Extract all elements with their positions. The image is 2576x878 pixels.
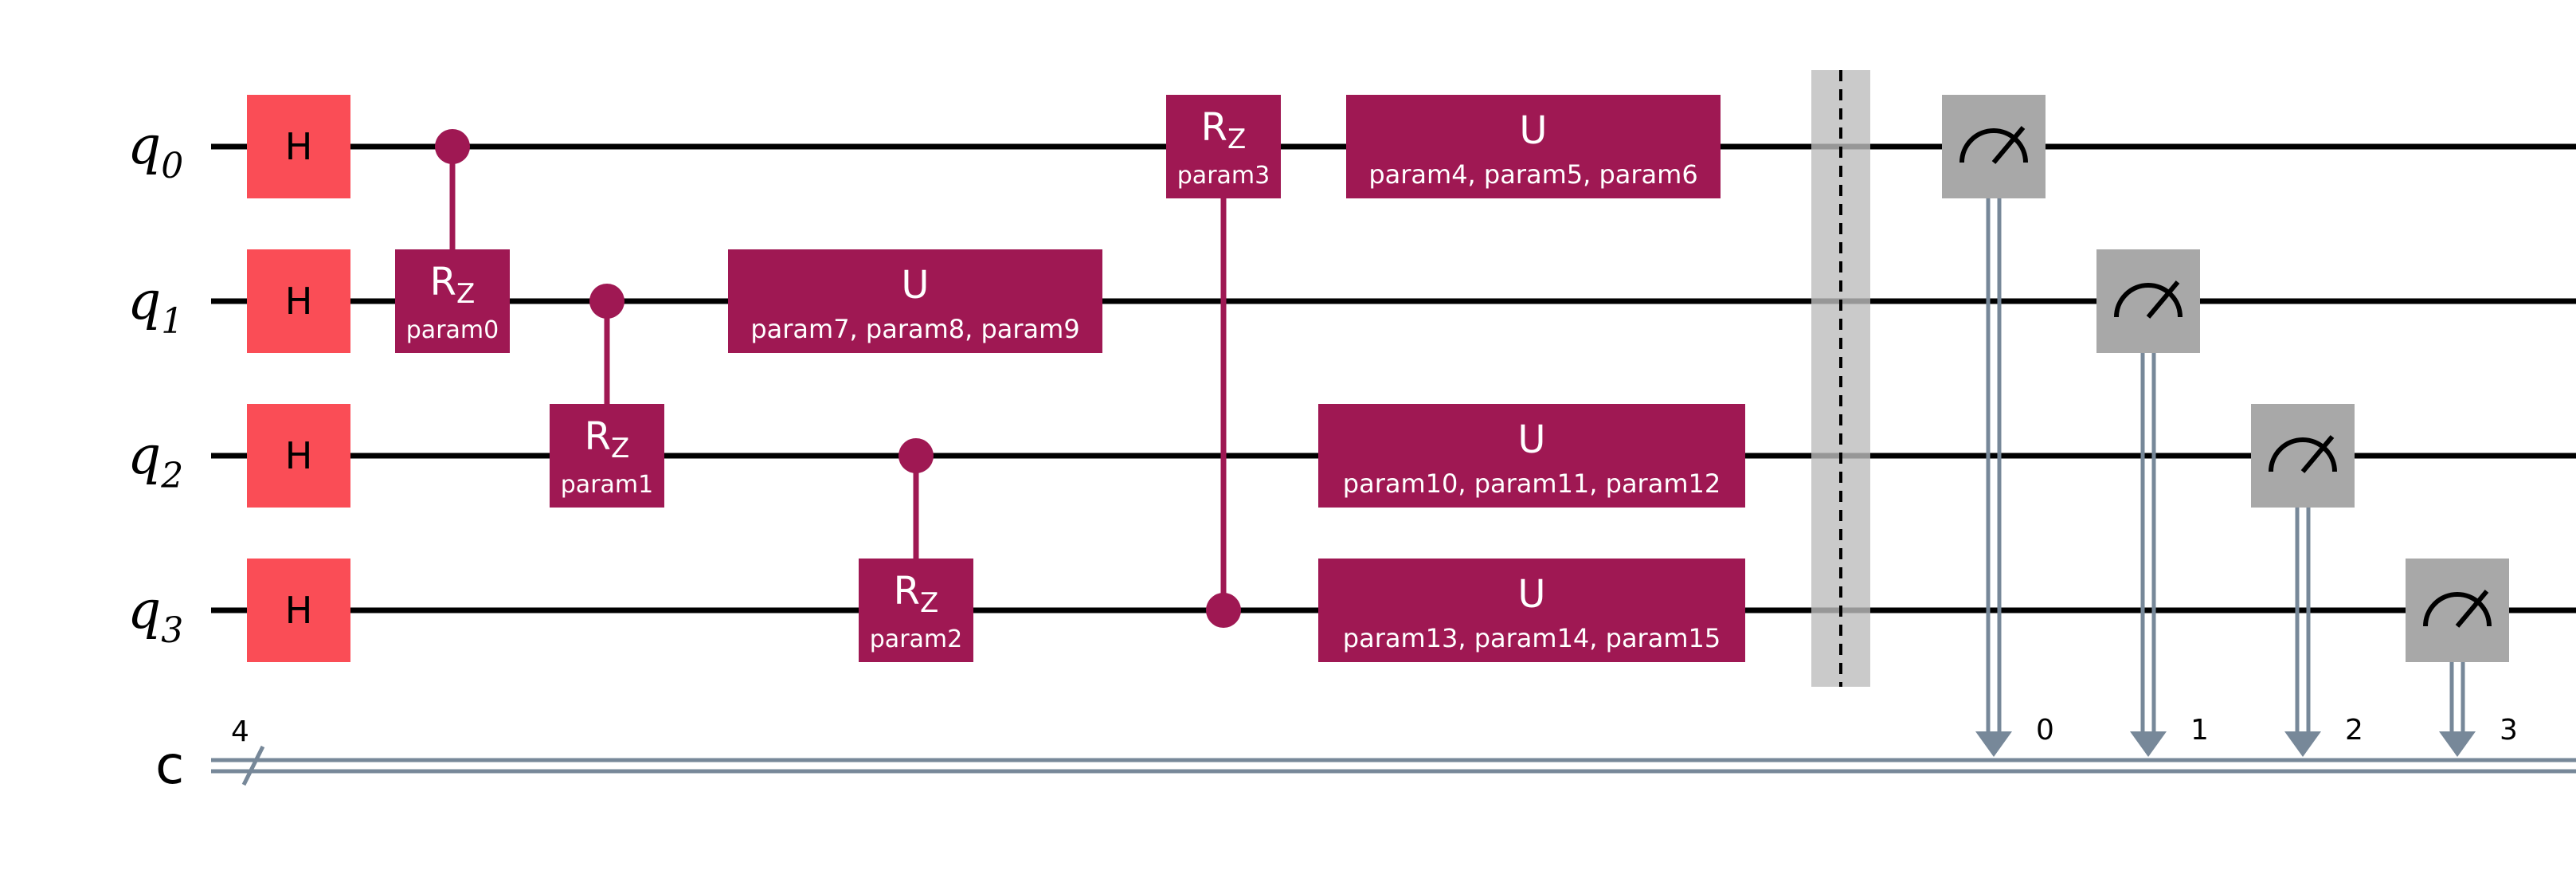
- u-gate-param13-14-15[interactable]: U param13, param14, param15: [1318, 559, 1745, 662]
- hadamard-gate-q0[interactable]: H: [247, 95, 350, 198]
- control-dot: [589, 284, 624, 319]
- clbit-index-label: 0: [2036, 714, 2054, 747]
- crz-gate-param0[interactable]: RZ param0: [395, 129, 510, 353]
- measure-gate-q2[interactable]: 2: [2251, 404, 2363, 757]
- u-gate-param4-5-6[interactable]: U param4, param5, param6: [1346, 95, 1721, 198]
- u-gate-param7-8-9[interactable]: U param7, param8, param9: [728, 249, 1102, 353]
- hadamard-gate-q2[interactable]: H: [247, 404, 350, 508]
- crz-gate-param2[interactable]: RZ param2: [859, 438, 973, 662]
- crz-gate-param: param1: [561, 471, 653, 499]
- qubit-label-2: q2: [127, 425, 183, 496]
- meter-needle-icon: [2455, 590, 2489, 628]
- crz-gate-label: RZ: [1201, 105, 1247, 155]
- barrier[interactable]: [1811, 70, 1870, 687]
- u-gate-params: param10, param11, param12: [1343, 468, 1721, 499]
- u-gate-params: param7, param8, param9: [750, 314, 1079, 344]
- qubit-label-0: q0: [127, 115, 183, 186]
- u-gate-label: U: [901, 263, 929, 308]
- crz-gate-param: param3: [1177, 162, 1270, 190]
- control-dot: [435, 129, 470, 164]
- classical-wire: [211, 758, 2576, 774]
- qubit-label-3: q3: [127, 579, 183, 651]
- clbit-index-label: 3: [2500, 714, 2518, 747]
- controlled-rz-gates: RZ param0 RZ param1 RZ param2 RZ param3: [395, 95, 1281, 662]
- meter-icon: [1959, 128, 2028, 163]
- meter-needle-icon: [2146, 280, 2180, 319]
- hadamard-gate-q3-label: H: [285, 589, 313, 632]
- measure-gate-q1[interactable]: 1: [2096, 249, 2209, 757]
- classical-register-size: 4: [231, 715, 249, 748]
- u-gate-params: param4, param5, param6: [1368, 159, 1697, 190]
- crz-gate-param: param2: [870, 625, 962, 653]
- hadamard-gate-q2-label: H: [285, 434, 313, 477]
- u-gates: U param7, param8, param9 U param4, param…: [728, 95, 1745, 662]
- crz-gate-param: param0: [406, 316, 499, 344]
- meter-icon: [2269, 437, 2337, 472]
- u-gate-params: param13, param14, param15: [1343, 623, 1721, 653]
- u-gate-param10-11-12[interactable]: U param10, param11, param12: [1318, 404, 1745, 508]
- clbit-index-label: 2: [2345, 714, 2363, 747]
- hadamard-gates: H H H H: [247, 95, 350, 662]
- hadamard-gate-q1[interactable]: H: [247, 249, 350, 353]
- crz-gate-label: RZ: [430, 260, 476, 310]
- control-dot: [898, 438, 934, 473]
- clbit-index-label: 1: [2190, 714, 2209, 747]
- qubit-wires: [211, 143, 2576, 613]
- measurements: 0 1 2 3: [1942, 95, 2518, 757]
- meter-needle-icon: [1991, 126, 2026, 164]
- control-dot: [1206, 593, 1241, 628]
- crz-gate-param1[interactable]: RZ param1: [550, 284, 664, 508]
- qubit-label-1: q1: [127, 270, 183, 342]
- measure-gate-q3[interactable]: 3: [2406, 559, 2518, 757]
- crz-gate-label: RZ: [585, 414, 630, 464]
- hadamard-gate-q1-label: H: [285, 280, 313, 323]
- hadamard-gate-q3[interactable]: H: [247, 559, 350, 662]
- crz-gate-label: RZ: [894, 569, 939, 619]
- qubit-labels: q0 q1 q2 q3 c: [127, 115, 184, 796]
- hadamard-gate-q0-label: H: [285, 125, 313, 168]
- meter-icon: [2423, 592, 2492, 627]
- register-bundle-slash: [241, 745, 265, 786]
- classical-register-label: c: [155, 735, 184, 796]
- meter-icon: [2114, 283, 2183, 318]
- u-gate-label: U: [1517, 572, 1545, 617]
- meter-needle-icon: [2300, 435, 2335, 473]
- measure-gate-q0[interactable]: 0: [1942, 95, 2054, 757]
- u-gate-label: U: [1517, 417, 1545, 462]
- crz-gate-param3[interactable]: RZ param3: [1166, 95, 1281, 628]
- u-gate-label: U: [1519, 108, 1547, 153]
